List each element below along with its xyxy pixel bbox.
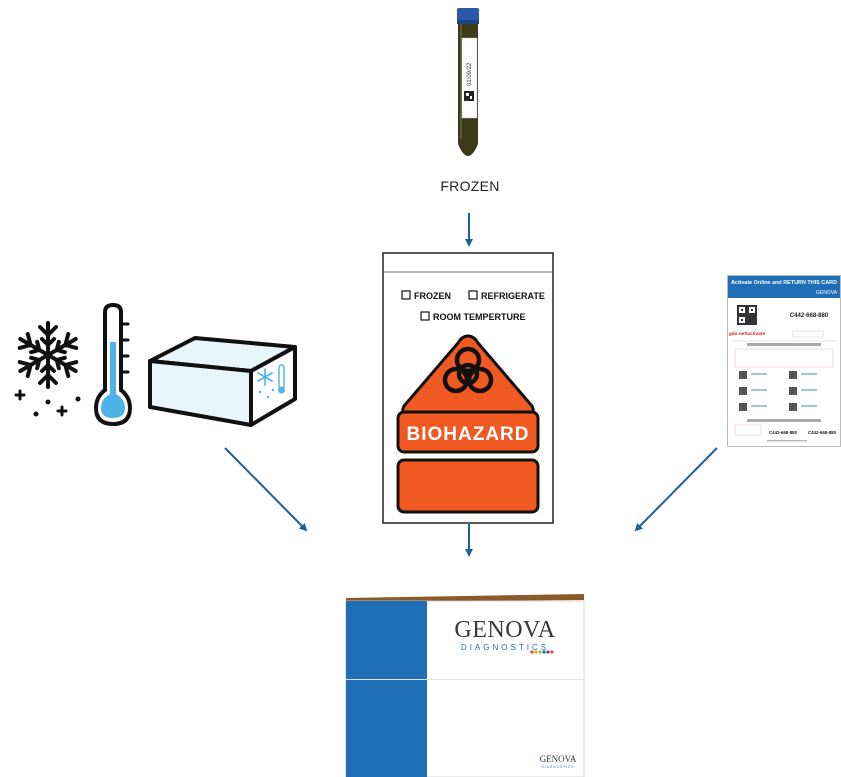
biohazard-specimen-bag: FROZEN REFRIGERATE ROOM TEMPERTURE BIOHA… <box>382 252 554 524</box>
card-site: gdx.net/activate <box>729 331 766 337</box>
card-brand: GENOVA <box>816 290 838 296</box>
kit-brand-name: GENOVA <box>454 617 555 643</box>
arrow-icons-to-kit <box>224 447 308 532</box>
frozen-caption: FROZEN <box>440 178 500 194</box>
tube-label-text: 01/09/22 <box>467 62 473 86</box>
arrow-card-to-kit <box>634 447 718 532</box>
card-specimen-grid <box>734 348 834 411</box>
thermometer-icon <box>93 302 133 427</box>
test-kit-box: GENOVA DIAGNOSTICS GENOVA DIAGNOSTICS <box>345 594 585 777</box>
card-header-title: Activate Online and RETURN THIS CARD <box>731 280 837 286</box>
card-header <box>728 276 840 298</box>
option-refrigerate-label: REFRIGERATE <box>481 291 545 301</box>
specimen-tube-illustration: 01/09/22 <box>457 8 479 156</box>
card-number-small-2: C442-668-880 <box>808 430 837 435</box>
snowflake-icon <box>14 321 82 417</box>
activation-card: Activate Online and RETURN THIS CARD GEN… <box>727 275 841 447</box>
kit-brand-dots <box>530 650 554 654</box>
biohazard-icon <box>442 346 494 394</box>
card-number-small-1: C442-668-880 <box>769 430 798 435</box>
kit-blue-panel-bottom <box>346 680 427 777</box>
biohazard-label-box <box>396 410 540 454</box>
biohazard-blank-box <box>396 458 540 514</box>
card-activation-number: C442-668-880 <box>790 313 829 319</box>
cold-storage-box-icon <box>148 336 297 427</box>
checkbox-frozen <box>401 290 411 300</box>
kit-brand-sub: DIAGNOSTICS <box>461 643 549 652</box>
option-frozen-label: FROZEN <box>414 291 451 301</box>
kit-small-brand-sub: DIAGNOSTICS <box>542 765 575 769</box>
checkbox-refrigerate <box>468 290 478 300</box>
option-room-temperature-label: ROOM TEMPERTURE <box>433 312 526 322</box>
biohazard-label: BIOHAZARD <box>407 424 530 445</box>
kit-small-brand-name: GENOVA <box>540 754 577 764</box>
kit-blue-panel-top <box>346 601 427 679</box>
checkbox-room-temperature <box>420 311 430 321</box>
